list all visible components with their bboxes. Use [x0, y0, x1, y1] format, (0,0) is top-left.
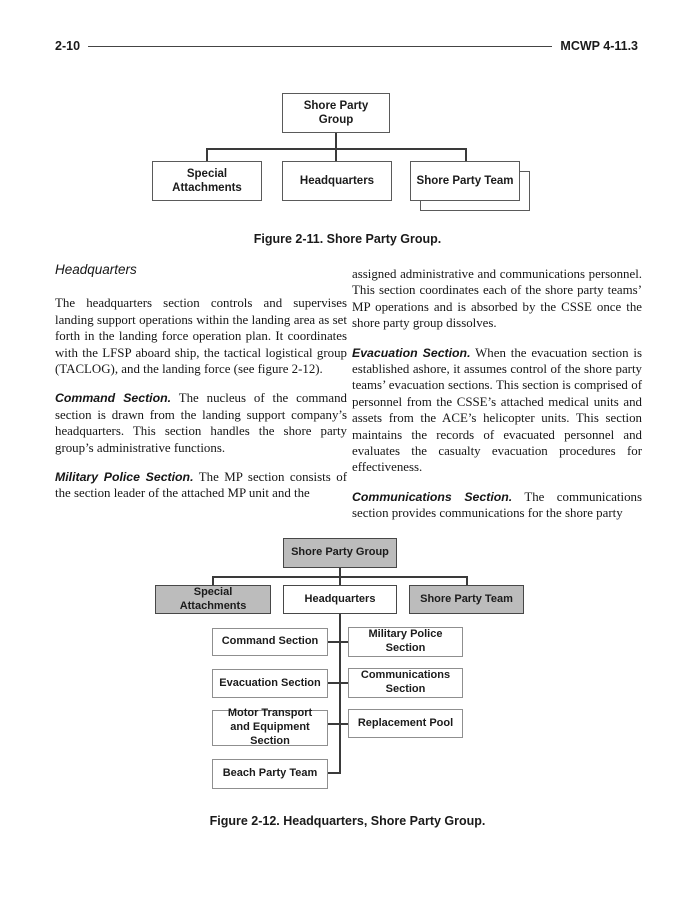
paragraph-text: The communications section provides comm… [352, 489, 643, 521]
connector-line [339, 614, 341, 774]
org2-box-beach-party-team: Beach Party Team [212, 759, 328, 789]
org1-box-shore-party-group: Shore Party Group [282, 93, 390, 133]
org2-box-special-attachments: Special Attachments [155, 585, 271, 614]
org1-box-headquarters: Headquarters [282, 161, 392, 201]
org2-box-motor-transport-equipment-section: Motor Transport and Equipment Section [212, 707, 328, 747]
org2-box-communications-section: Communications Section [348, 668, 463, 698]
connector-line [328, 772, 341, 774]
org2-box-headquarters: Headquarters [283, 585, 397, 614]
header-rule [88, 45, 553, 47]
heading-headquarters: Headquarters [55, 262, 137, 277]
org1-box-shore-party-team: Shore Party Team [410, 161, 520, 201]
org2-box-replacement-pool: Replacement Pool [348, 709, 463, 738]
run-in-heading-communications-section: Communications Section. [352, 489, 513, 504]
paragraph: Command Section. The nucleus of the comm… [55, 390, 347, 456]
paragraph-text: The MP section consists of the section l… [55, 470, 347, 501]
connector-line [328, 641, 348, 643]
paragraph: Military Police Section. The MP section … [55, 469, 347, 502]
figure-2-12-caption: Figure 2-12. Headquarters, Shore Party G… [209, 814, 486, 828]
connector-line [339, 576, 341, 585]
connector-line [328, 723, 348, 725]
org2-box-command-section: Command Section [212, 628, 328, 656]
run-in-heading-command-section: Command Section. [55, 391, 172, 406]
paragraph: The headquarters section controls and su… [55, 296, 347, 377]
paragraph-text: When the evacuation section is establish… [352, 345, 642, 475]
connector-line [465, 148, 467, 161]
org2-box-shore-party-team: Shore Party Team [409, 585, 524, 614]
org2-box-military-police-section: Military Police Section [348, 627, 463, 657]
org1-box-special-attachments: Special Attachments [152, 161, 262, 201]
run-in-heading-military-police-section: Military Police Section. [55, 470, 194, 485]
page-header: 2-10 MCWP 4-11.3 [55, 39, 638, 53]
page-number: 2-10 [55, 39, 81, 53]
connector-line [466, 576, 468, 585]
connector-line [335, 148, 337, 161]
paragraph: Communications Section. The communicatio… [352, 489, 642, 522]
connector-line [212, 576, 214, 585]
org2-box-evacuation-section: Evacuation Section [212, 669, 328, 698]
text-column-right: assigned administrative and communicatio… [352, 266, 642, 535]
connector-line [339, 568, 341, 576]
connector-line [335, 133, 337, 148]
paragraph: assigned administrative and communicatio… [352, 267, 642, 331]
connector-line [328, 682, 348, 684]
org2-box-shore-party-group: Shore Party Group [283, 538, 397, 568]
run-in-heading-evacuation-section: Evacuation Section. [352, 345, 471, 360]
paragraph: Evacuation Section. When the evacuation … [352, 345, 642, 476]
figure-2-11-caption: Figure 2-11. Shore Party Group. [253, 232, 442, 246]
connector-line [206, 148, 208, 161]
text-column-left: Headquarters The headquarters section co… [55, 262, 347, 515]
paragraph-text: The nucleus of the command section is dr… [55, 391, 347, 455]
doc-reference: MCWP 4-11.3 [560, 39, 638, 53]
